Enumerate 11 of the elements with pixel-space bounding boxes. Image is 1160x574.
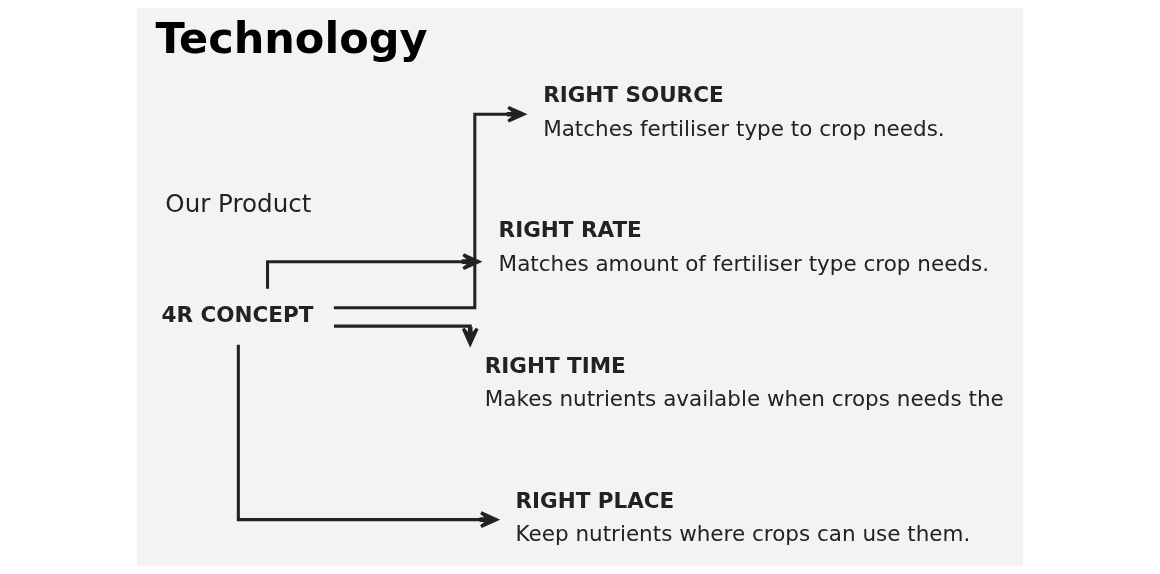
node-text: RIGHT PLACE Keep nutrients where crops can use them. [515,487,971,547]
node-text: 4R CONCEPT [161,301,314,327]
node-text: RIGHT TIME Makes nutrients available when crops needs the [484,352,1004,412]
diagram-title: Technology [155,13,428,64]
node-text: RIGHT RATE Matches amount of fertiliser type crop needs. [498,217,990,277]
node-text: RIGHT SOURCE Matches fertiliser type to crop needs. [543,82,945,142]
arrow [236,344,498,529]
label: Our Product [165,189,312,219]
arrow [334,324,479,346]
arrow [266,253,481,289]
arrow [333,105,526,310]
